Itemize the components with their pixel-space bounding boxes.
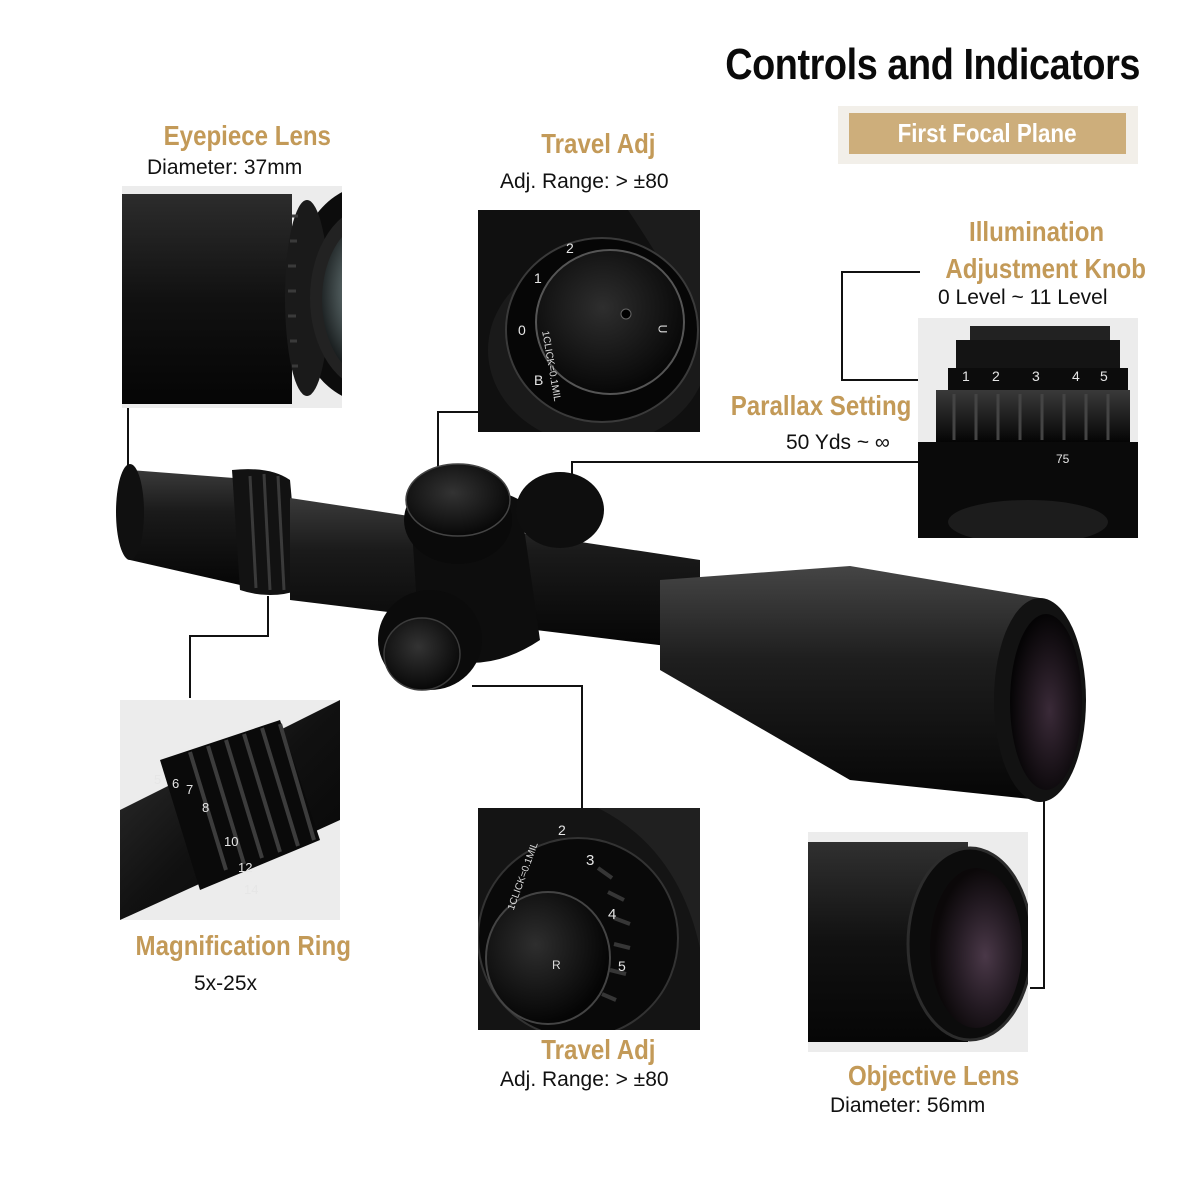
magnification-mark-8: 8 xyxy=(202,800,210,815)
scope-side-turret xyxy=(516,472,604,548)
magnification-connector xyxy=(189,596,269,698)
magnification-mark-5: 5 xyxy=(154,772,162,787)
illumination-detail: 0 Level ~ 11 Level xyxy=(938,286,1108,309)
magnification-mark-6: 6 xyxy=(172,776,180,791)
scope-objective-bell xyxy=(660,566,1040,800)
illumination-connector xyxy=(841,271,960,381)
turret-top-mark-1: 1 xyxy=(534,270,542,286)
turret-bottom-cap-text: R xyxy=(552,958,561,972)
magnification-mark-10: 10 xyxy=(224,834,239,849)
travel-bottom-detail: Adj. Range: > ±80 xyxy=(500,1068,669,1091)
turret-bottom-mark-3: 3 xyxy=(586,852,595,869)
parallax-mark-75: 75 xyxy=(1056,452,1070,466)
parallax-label: Parallax Setting xyxy=(730,390,912,421)
magnification-detail: 5x-25x xyxy=(194,972,258,995)
travel-top-connector xyxy=(437,411,478,482)
magnification-mark-7: 7 xyxy=(186,782,194,797)
illumination-mark-2: 2 xyxy=(992,368,1000,384)
magnification-mark-14: 14 xyxy=(244,882,259,897)
eyepiece-detail: Diameter: 37mm xyxy=(147,156,303,179)
objective-label: Objective Lens xyxy=(847,1060,1020,1091)
parallax-detail: 50 Yds ~ ∞ xyxy=(786,431,890,454)
turret-bottom-mark-2: 2 xyxy=(558,822,566,838)
page-title: Controls and Indicators xyxy=(725,40,1140,89)
focal-plane-banner-text: First Focal Plane xyxy=(898,118,1077,148)
travel-bottom-label: Travel Adj xyxy=(541,1034,656,1065)
scope-eyepiece-end xyxy=(116,464,144,560)
travel-adj-bottom-photo: 2 3 4 5 1CLICK=0.1MIL R xyxy=(478,808,700,1030)
travel-top-detail: Adj. Range: > ±80 xyxy=(500,170,669,193)
travel-top-label: Travel Adj xyxy=(541,128,656,159)
illumination-label-line2: Adjustment Knob xyxy=(945,253,1146,284)
illumination-mark-5: 5 xyxy=(1100,368,1108,384)
turret-bottom-mark-5: 5 xyxy=(618,958,626,974)
turret-top-mark-2: 2 xyxy=(566,240,574,256)
scope-eyepiece-body xyxy=(130,470,262,590)
illumination-label-line1: Illumination xyxy=(968,216,1105,247)
scope-objective-glass xyxy=(1010,614,1082,790)
turret-top-mark-0: 0 xyxy=(518,322,526,338)
illumination-mark-4: 4 xyxy=(1072,368,1080,384)
objective-detail: Diameter: 56mm xyxy=(830,1094,986,1117)
illumination-mark-3: 3 xyxy=(1032,368,1040,384)
objective-lens-photo xyxy=(808,832,1028,1052)
magnification-mark-12: 12 xyxy=(238,860,253,875)
turret-bottom-mark-4: 4 xyxy=(608,906,617,923)
eyepiece-lens-photo xyxy=(122,186,342,408)
travel-adj-top-photo: 2 1 0 B 1CLICK=0.1MIL U xyxy=(478,210,700,432)
eyepiece-label: Eyepiece Lens xyxy=(163,120,331,151)
illumination-parallax-photo: 1 2 3 4 5 75 xyxy=(918,318,1138,538)
travel-bottom-connector xyxy=(472,685,583,808)
focal-plane-banner: First Focal Plane xyxy=(849,113,1126,154)
magnification-ring-photo: 5 6 7 8 10 12 14 xyxy=(120,700,340,920)
illumination-mark-1: 1 xyxy=(962,368,970,384)
magnification-label: Magnification Ring xyxy=(135,930,351,961)
turret-top-mark-b: B xyxy=(534,372,544,388)
